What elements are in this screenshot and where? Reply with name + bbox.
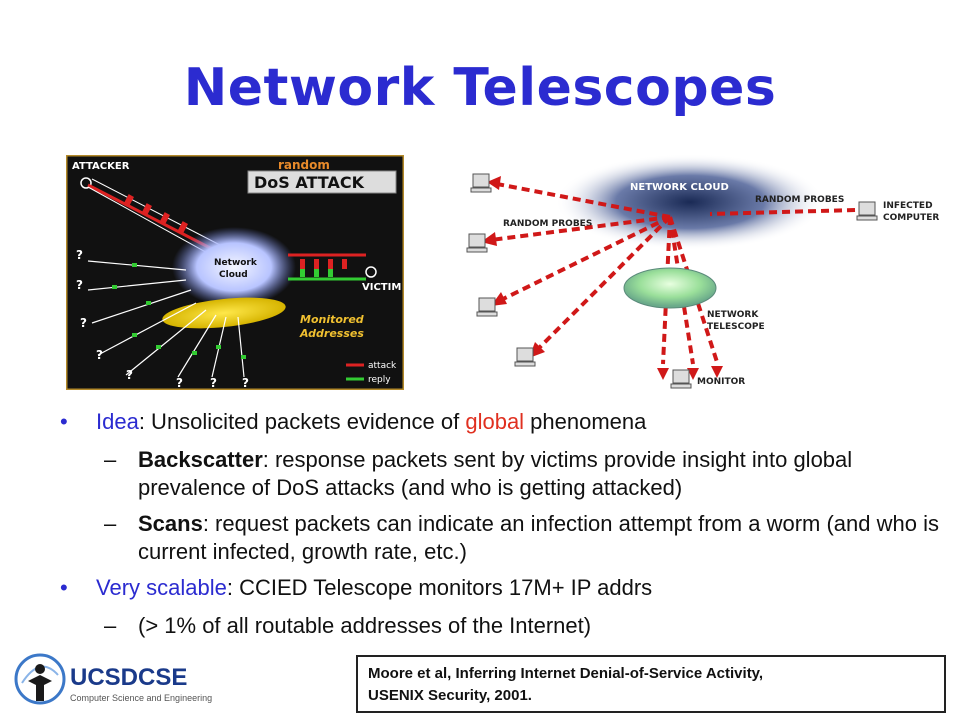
idea-text-1: : Unsolicited packets evidence of <box>138 409 466 434</box>
q-mark-7: ? <box>210 376 217 390</box>
citation-box: Moore et al, Inferring Internet Denial-o… <box>356 655 946 713</box>
q-mark-1: ? <box>76 248 83 262</box>
monitor-label: MONITOR <box>697 377 745 387</box>
scans-lead: Scans <box>138 511 203 536</box>
bullet-backscatter: – Backscatter: response packets sent by … <box>60 446 940 502</box>
idea-lead: Idea <box>96 409 139 434</box>
backscatter-text: : response packets sent by victims provi… <box>138 447 853 500</box>
routable-text: (> 1% of all routable addresses of the I… <box>138 613 592 638</box>
citation-line-1: Moore et al, Inferring Internet Denial-o… <box>368 665 764 682</box>
bullet-scalable: • Very scalable: CCIED Telescope monitor… <box>60 574 940 602</box>
q-mark-5: ? <box>126 368 133 382</box>
telescope-label-1: NETWORK <box>707 310 759 320</box>
network-telescope-figure: NETWORK CLOUD RANDOM PROBES RANDOM PROBE… <box>455 152 940 397</box>
random-probes-right: RANDOM PROBES <box>755 195 844 205</box>
monitored-label-2: Addresses <box>299 327 364 340</box>
bullet-list: • Idea: Unsolicited packets evidence of … <box>60 408 940 648</box>
citation-line-2: USENIX Security, 2001. <box>368 687 532 704</box>
computer-icon <box>466 173 878 389</box>
bullet-dot: • <box>60 409 68 434</box>
scans-text: : request packets can indicate an infect… <box>138 511 939 564</box>
q-mark-6: ? <box>176 376 183 390</box>
monitored-label-1: Monitored <box>300 313 364 326</box>
scalable-text: : CCIED Telescope monitors 17M+ IP addrs <box>226 575 653 600</box>
idea-global: global <box>465 409 525 434</box>
legend-attack: attack <box>368 361 397 371</box>
bullet-routable: – (> 1% of all routable addresses of the… <box>60 612 940 640</box>
idea-text-2: phenomena <box>524 409 647 434</box>
logo-sub: Computer Science and Engineering <box>70 693 212 703</box>
bullet-dash: – <box>104 511 117 536</box>
slide-title: Network Telescopes <box>183 58 777 118</box>
ucsd-cse-logo: UCSDCSE Computer Science and Engineering <box>8 645 218 715</box>
telescope-label-2: TELESCOPE <box>707 322 765 332</box>
infected-label-2: COMPUTER <box>883 213 939 223</box>
bullet-dash: – <box>104 447 117 472</box>
q-mark-8: ? <box>242 376 249 390</box>
victim-label: VICTIM <box>362 282 401 293</box>
bullet-dash: – <box>104 613 117 638</box>
attacker-label: ATTACKER <box>72 161 130 172</box>
backscatter-lead: Backscatter <box>138 447 263 472</box>
dos-attack-figure: ATTACKER random DoS ATTACK Network Cloud… <box>64 153 406 392</box>
infected-label-1: INFECTED <box>883 201 933 211</box>
random-probes-left: RANDOM PROBES <box>503 219 592 229</box>
q-mark-3: ? <box>80 316 87 330</box>
q-mark-2: ? <box>76 278 83 292</box>
legend-reply: reply <box>368 375 391 385</box>
bullet-idea: • Idea: Unsolicited packets evidence of … <box>60 408 940 436</box>
scalable-lead: Very scalable <box>96 575 227 600</box>
cloud-label-1: Network <box>214 258 258 268</box>
bullet-scans: – Scans: request packets can indicate an… <box>60 510 940 566</box>
cloud-label-2: Cloud <box>219 270 248 280</box>
dos-attack-label: DoS ATTACK <box>254 173 365 192</box>
bullet-dot: • <box>60 575 68 600</box>
random-label: random <box>278 158 330 172</box>
logo-name: UCSDCSE <box>70 664 187 691</box>
q-mark-4: ? <box>96 348 103 362</box>
network-cloud-label: NETWORK CLOUD <box>630 182 729 193</box>
